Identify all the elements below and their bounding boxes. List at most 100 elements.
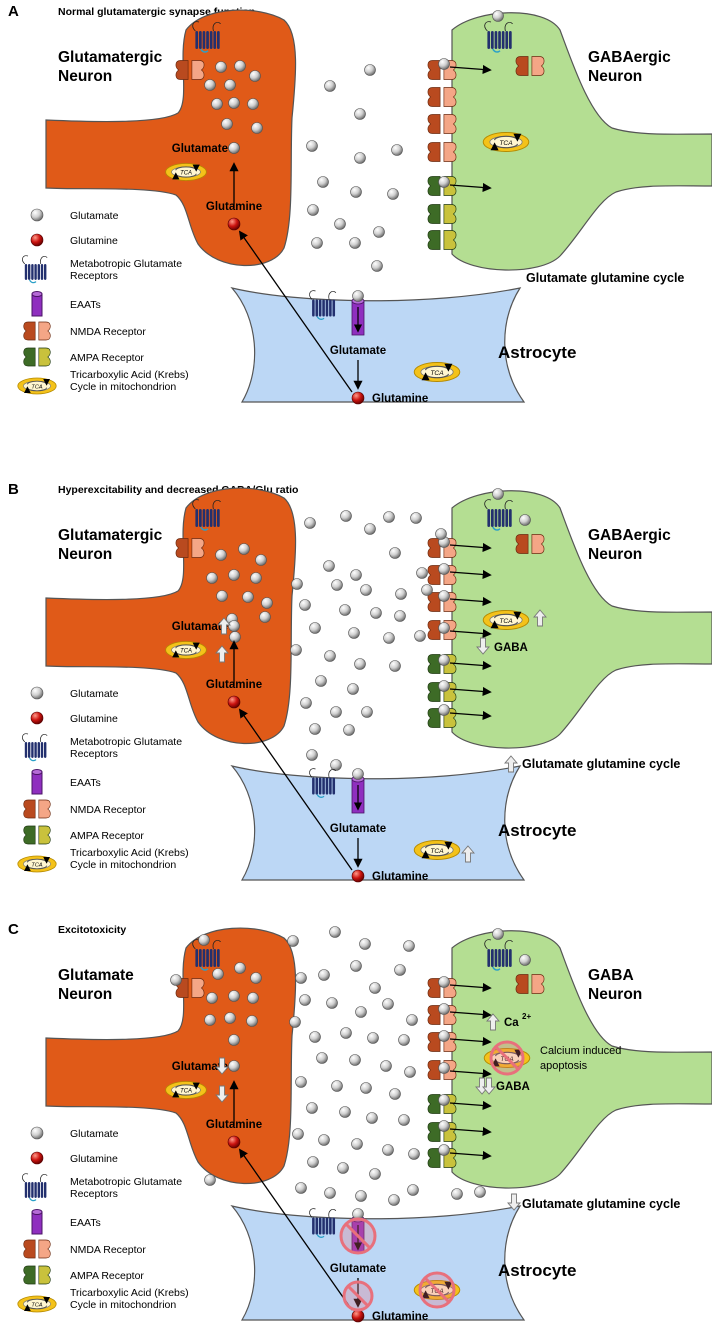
left-neuron-label-line1: Glutamate: [58, 967, 134, 984]
glutamate-sphere: [224, 1012, 236, 1024]
calcium-superscript: 2+: [522, 1012, 531, 1021]
glutamate-sphere: [387, 188, 399, 200]
glutamate-sphere: [398, 1114, 410, 1126]
glutamate-sphere: [316, 1052, 328, 1064]
glutamate-sphere: [438, 654, 450, 666]
tca-mitochondrion-icon: TCA: [17, 855, 57, 873]
tca-label: TCA: [31, 384, 42, 390]
glutamate-sphere: [389, 1088, 401, 1100]
glutamate-sphere: [398, 1034, 410, 1046]
astrocyte-label: Astrocyte: [498, 821, 576, 840]
glutamate-sphere: [438, 1094, 450, 1106]
eaat-legend-icon: [31, 291, 43, 317]
ion-influx-arrow: [449, 1036, 492, 1046]
glutamate-sphere: [380, 1060, 392, 1072]
nmda-receptor: [515, 534, 545, 554]
tca-label: TCA: [31, 862, 42, 868]
nmda-receptor: [427, 114, 457, 134]
ion-influx-arrow: [449, 1009, 492, 1019]
tca-mitochondrion-icon: TCA: [482, 610, 530, 630]
glutamine-sphere: [227, 1135, 241, 1149]
glutamate-sphere: [317, 176, 329, 188]
metabotropic-receptor: [484, 499, 513, 531]
glutamate-sphere: [224, 79, 236, 91]
glutamate-sphere: [355, 1006, 367, 1018]
glutamate-sphere: [242, 591, 254, 603]
tca-mitochondrion-icon: TCA: [413, 362, 461, 382]
glutamate-sphere: [403, 940, 415, 952]
ion-influx-arrow: [449, 64, 492, 74]
glutamate-sphere: [350, 186, 362, 198]
glutamate-sphere: [323, 560, 335, 572]
glutamate-sphere: [329, 926, 341, 938]
ampa-receptor: [23, 825, 51, 845]
glutamate-sphere: [519, 954, 531, 966]
panel-letter: C: [8, 921, 19, 938]
glutamate-sphere: [228, 569, 240, 581]
glutamate-sphere: [352, 768, 364, 780]
glutamate-sphere: [438, 1003, 450, 1015]
eaat-transporter: [351, 297, 365, 336]
legend-label: EAATs: [70, 1217, 101, 1229]
glutamate-sphere: [416, 567, 428, 579]
glutamine-sphere: [30, 711, 44, 725]
metabotropic-receptor: [309, 1208, 337, 1238]
glutamine-sphere: [30, 1151, 44, 1165]
glutamate-sphere: [438, 1144, 450, 1156]
glutamate-sphere: [228, 97, 240, 109]
ion-influx-arrow: [449, 686, 492, 696]
ion-influx-arrow: [449, 1100, 492, 1110]
glutamate-sphere: [311, 237, 323, 249]
glutamate-sphere: [438, 590, 450, 602]
glutamate-sphere: [337, 1162, 349, 1174]
glutamate-sphere: [438, 1030, 450, 1042]
glutamate-sphere: [438, 1120, 450, 1132]
legend-label: Glutamate: [70, 1128, 119, 1140]
glutamate-sphere: [349, 1054, 361, 1066]
legend-label: AMPA Receptor: [70, 1270, 144, 1282]
glutamate-sphere: [250, 972, 262, 984]
ampa-receptor: [23, 1265, 51, 1285]
legend-label: Metabotropic Glutamate: [70, 1176, 182, 1188]
glutamate-sphere: [349, 237, 361, 249]
metabotropic-receptor: [484, 21, 513, 53]
nmda-receptor: [23, 321, 51, 341]
metabotropic-receptor: [309, 768, 337, 798]
glutamate-sphere: [331, 579, 343, 591]
glutamate-sphere: [360, 1082, 372, 1094]
ampa-receptor: [427, 230, 457, 250]
metabotropic-receptor: [22, 733, 48, 762]
glutamate-sphere: [383, 632, 395, 644]
metabotropic-receptor: [192, 499, 221, 531]
tca-mitochondrion-icon: TCA: [17, 1295, 57, 1313]
nmda-receptor: [515, 974, 545, 994]
glutamate-sphere: [331, 1080, 343, 1092]
glutamate-sphere: [364, 64, 376, 76]
neuron-glutamate-label: Glutamate: [172, 621, 228, 633]
glutamate-sphere: [246, 1015, 258, 1027]
legend-label: Receptors: [70, 270, 118, 282]
neuron-glutamate-label: Glutamate: [172, 1061, 228, 1073]
glutamine-sphere: [351, 1309, 365, 1323]
astrocyte-glutamate-label: Glutamate: [330, 1263, 386, 1275]
gabaergic-neuron-body: [451, 930, 712, 1189]
glutamate-sphere: [354, 658, 366, 670]
glutamate-sphere: [228, 1060, 240, 1072]
legend-label: Glutamine: [70, 235, 118, 247]
left-neuron-label-line2: Neuron: [58, 986, 112, 1003]
decrease-arrow-icon: [482, 1077, 496, 1095]
glutamate-sphere: [229, 631, 241, 643]
glutamate-sphere: [307, 1156, 319, 1168]
glutamate-sphere: [324, 650, 336, 662]
glutamate-sphere: [394, 964, 406, 976]
legend-label: Metabotropic Glutamate: [70, 258, 182, 270]
glutamate-sphere: [228, 1034, 240, 1046]
glutamate-sphere: [388, 1194, 400, 1206]
glutamate-sphere: [438, 622, 450, 634]
eaat-transporter: [351, 775, 365, 814]
glutamate-sphere: [492, 488, 504, 500]
glutamate-sphere: [367, 1032, 379, 1044]
glutamate-sphere: [206, 992, 218, 1004]
